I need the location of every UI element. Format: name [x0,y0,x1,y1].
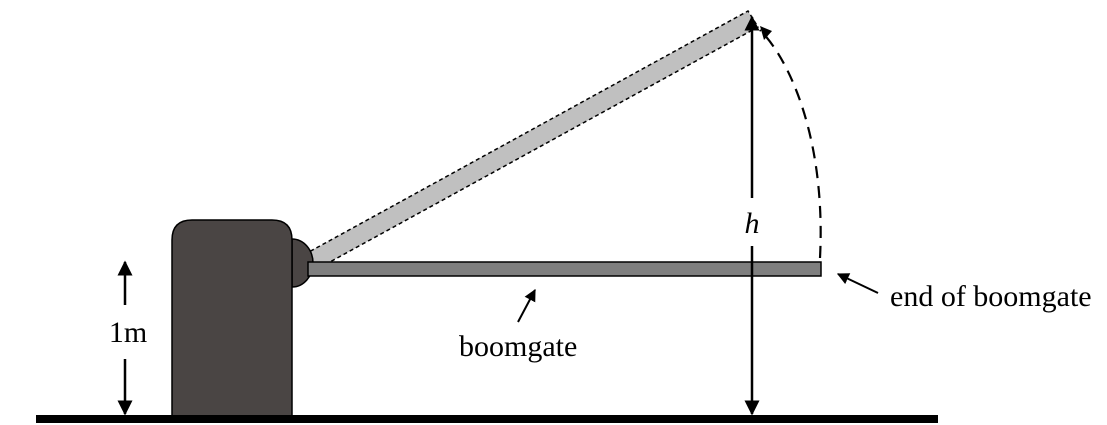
ground-line [36,415,938,423]
end-of-boomgate-label: end of boomgate [890,280,1092,313]
boomgate-label: boomgate [459,330,577,363]
swing-arc [759,29,822,259]
one-metre-label-gap [105,305,145,359]
swing-arc-arrowhead [760,26,772,40]
one-metre-label: 1m [109,316,147,349]
height-label-gap [735,198,769,246]
boomgate-pointer-arrow [517,288,536,323]
raised-boomgate [296,10,760,275]
end-of-boomgate-pointer-arrow [836,273,879,294]
height-label: h [745,207,760,240]
gate-post [171,219,293,417]
lowered-boomgate [307,261,822,277]
